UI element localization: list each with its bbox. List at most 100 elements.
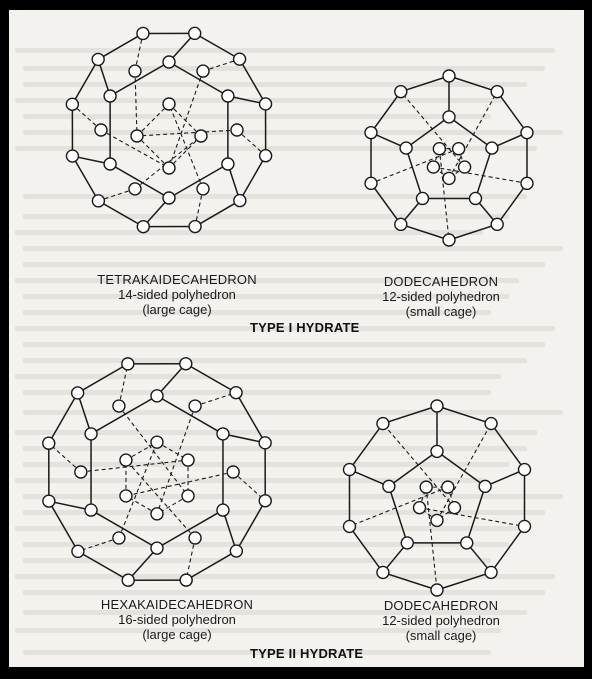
water-molecule-node xyxy=(189,532,201,544)
water-molecule-node xyxy=(448,502,460,514)
water-molecule-node xyxy=(217,428,229,440)
hidden-edge xyxy=(169,71,203,168)
tetrakaidecahedron-cage xyxy=(66,27,271,232)
cage-edge xyxy=(406,148,422,198)
water-molecule-node xyxy=(401,537,413,549)
water-molecule-node xyxy=(197,183,209,195)
water-molecule-node xyxy=(234,195,246,207)
cage-edge xyxy=(389,451,437,486)
dodecahedron-cage-2: (small cage) xyxy=(356,628,526,643)
water-molecule-node xyxy=(180,358,192,370)
cage-edge xyxy=(449,224,497,240)
cage-edge xyxy=(91,396,157,434)
water-molecule-node xyxy=(433,143,445,155)
cage-edge xyxy=(371,183,401,224)
dodecahedron-faces-2: 12-sided polyhedron xyxy=(356,613,526,628)
dodecahedron-caption-2: DODECAHEDRON 12-sided polyhedron (small … xyxy=(356,598,526,643)
hidden-edge xyxy=(437,424,491,521)
hidden-edge xyxy=(383,424,455,508)
water-molecule-node xyxy=(427,161,439,173)
hidden-edge xyxy=(126,472,233,496)
water-molecule-node xyxy=(442,481,454,493)
hexakaidecahedron-faces: 16-sided polyhedron xyxy=(77,612,277,627)
cage-edge xyxy=(476,148,492,198)
water-molecule-node xyxy=(383,480,395,492)
water-molecule-node xyxy=(227,466,239,478)
cage-edge xyxy=(98,201,143,227)
hexakaidecahedron-name: HEXAKAIDECAHEDRON xyxy=(77,597,277,612)
water-molecule-node xyxy=(377,418,389,430)
water-molecule-node xyxy=(43,495,55,507)
cage-edge xyxy=(91,510,157,548)
water-molecule-node xyxy=(85,504,97,516)
scanned-page: TETRAKAIDECAHEDRON 14-sided polyhedron (… xyxy=(9,10,584,667)
water-molecule-node xyxy=(443,111,455,123)
water-molecule-node xyxy=(122,574,134,586)
water-molecule-node xyxy=(377,566,389,578)
cage-edge xyxy=(195,33,240,59)
cage-edge xyxy=(437,572,491,590)
hexakaidecahedron-cage xyxy=(43,358,271,586)
water-molecule-node xyxy=(182,490,194,502)
water-molecule-node xyxy=(95,124,107,136)
hidden-edge xyxy=(137,136,169,168)
cage-edge xyxy=(497,183,527,224)
water-molecule-node xyxy=(443,234,455,246)
cage-edge xyxy=(383,406,437,424)
water-molecule-node xyxy=(120,454,132,466)
water-molecule-node xyxy=(365,127,377,139)
water-molecule-node xyxy=(163,192,175,204)
water-molecule-node xyxy=(104,158,116,170)
water-molecule-node xyxy=(260,150,272,162)
cage-edge xyxy=(98,33,143,59)
dodecahedron-cage-2 xyxy=(344,400,531,596)
cage-edge xyxy=(157,396,223,434)
water-molecule-node xyxy=(151,436,163,448)
water-molecule-node xyxy=(113,400,125,412)
water-molecule-node xyxy=(197,65,209,77)
water-molecule-node xyxy=(131,130,143,142)
cage-edge xyxy=(350,526,383,572)
water-molecule-node xyxy=(365,177,377,189)
water-molecule-node xyxy=(416,192,428,204)
cage-edge xyxy=(383,572,437,590)
water-molecule-node xyxy=(137,27,149,39)
water-molecule-node xyxy=(113,532,125,544)
polyhedra-diagram xyxy=(9,10,584,667)
water-molecule-node xyxy=(470,192,482,204)
cage-edge xyxy=(236,501,265,551)
water-molecule-node xyxy=(92,53,104,65)
water-molecule-node xyxy=(222,90,234,102)
cage-edge xyxy=(491,526,524,572)
water-molecule-node xyxy=(66,98,78,110)
cage-edge xyxy=(195,201,240,227)
cage-edge xyxy=(449,76,497,92)
water-molecule-node xyxy=(151,542,163,554)
water-molecule-node xyxy=(151,508,163,520)
water-molecule-node xyxy=(395,86,407,98)
dodecahedron-cage-1: (small cage) xyxy=(356,304,526,319)
water-molecule-node xyxy=(420,481,432,493)
type-ii-hydrate-label: TYPE II HYDRATE xyxy=(250,646,363,661)
water-molecule-node xyxy=(163,56,175,68)
tetrakaidecahedron-name: TETRAKAIDECAHEDRON xyxy=(77,272,277,287)
water-molecule-node xyxy=(395,218,407,230)
water-molecule-node xyxy=(120,490,132,502)
water-molecule-node xyxy=(151,390,163,402)
water-molecule-node xyxy=(189,27,201,39)
hidden-edge xyxy=(169,136,201,168)
water-molecule-node xyxy=(459,161,471,173)
water-molecule-node xyxy=(129,65,141,77)
water-molecule-node xyxy=(259,437,271,449)
cage-edge xyxy=(437,451,485,486)
water-molecule-node xyxy=(344,520,356,532)
tetrakaidecahedron-caption: TETRAKAIDECAHEDRON 14-sided polyhedron (… xyxy=(77,272,277,317)
water-molecule-node xyxy=(72,545,84,557)
water-molecule-node xyxy=(260,98,272,110)
water-molecule-node xyxy=(400,142,412,154)
water-molecule-node xyxy=(259,495,271,507)
type-i-hydrate-label: TYPE I HYDRATE xyxy=(250,320,359,335)
water-molecule-node xyxy=(485,566,497,578)
water-molecule-node xyxy=(453,143,465,155)
cage-edge xyxy=(401,224,449,240)
